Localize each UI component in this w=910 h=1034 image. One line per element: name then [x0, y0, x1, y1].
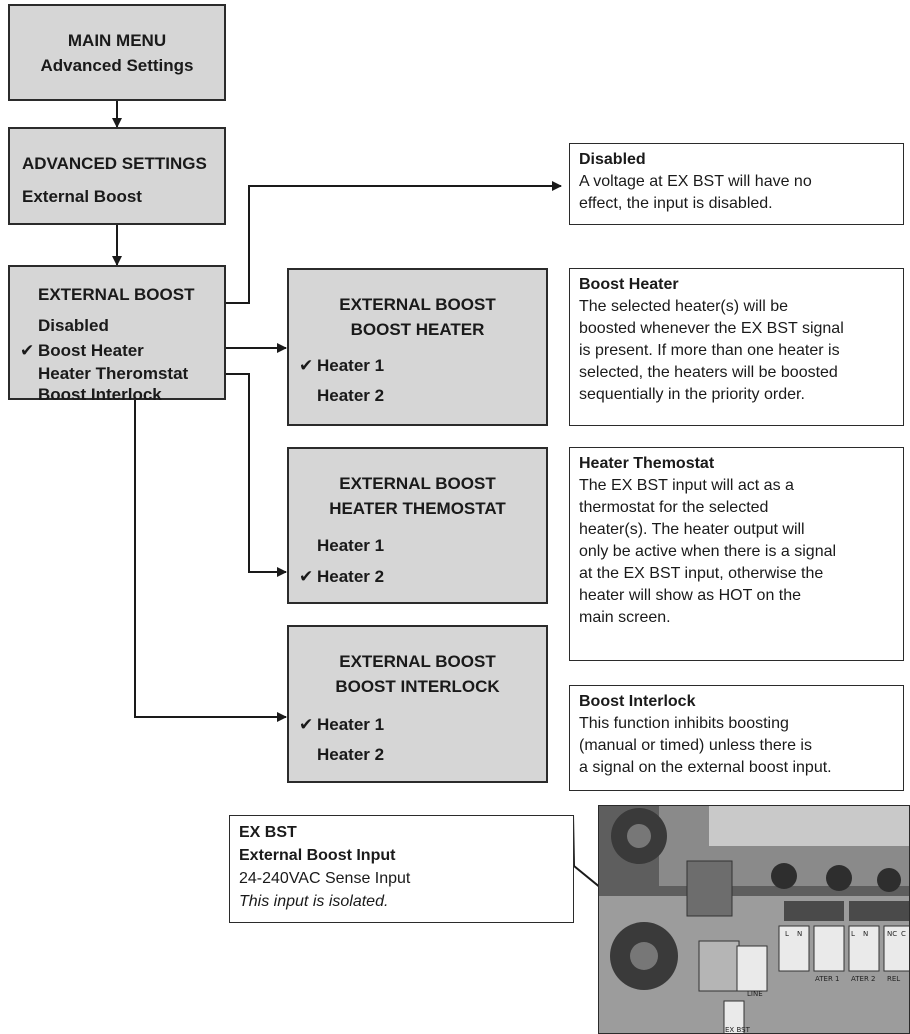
option-boost-heater[interactable]: ✔Boost Heater: [20, 338, 224, 363]
circuit-board-illustration: L N L N ATER 1 ATER 2 NC C REL LINE EX B…: [599, 806, 909, 1034]
photo-label: LINE: [747, 990, 763, 998]
desc-heading: Disabled: [579, 151, 646, 168]
submenu-boost-heater[interactable]: EXTERNAL BOOST BOOST HEATER ✔Heater 1 He…: [287, 268, 548, 426]
ex-bst-label-box: EX BST External Boost Input 24-240VAC Se…: [229, 815, 574, 923]
photo-label: NC: [887, 930, 897, 938]
advanced-settings-box[interactable]: ADVANCED SETTINGS External Boost: [8, 127, 226, 225]
ex-bst-title: EX BST: [239, 824, 297, 841]
photo-label: ATER 2: [851, 975, 876, 983]
submenu-title-1: EXTERNAL BOOST: [339, 295, 496, 314]
circuit-board-photo: L N L N ATER 1 ATER 2 NC C REL LINE EX B…: [598, 805, 910, 1034]
submenu-title-2: HEATER THEMOSTAT: [329, 499, 506, 518]
relay-icon: [784, 901, 844, 921]
terminal-block-icon: [813, 925, 845, 972]
desc-heater-thermostat: Heater Themostat The EX BST input will a…: [569, 447, 904, 661]
external-boost-title: EXTERNAL BOOST: [38, 285, 195, 304]
terminal-block-icon: [848, 925, 880, 972]
heater-1-option[interactable]: Heater 1: [317, 536, 385, 555]
advanced-settings-item: External Boost: [22, 187, 142, 206]
desc-boost-interlock: Boost Interlock This function inhibits b…: [569, 685, 904, 791]
main-menu-title: MAIN MENU: [67, 31, 167, 50]
checkmark-icon: ✔: [299, 567, 314, 586]
relay-icon: [849, 901, 909, 921]
heater-1-option[interactable]: ✔Heater 1: [289, 709, 546, 740]
ex-bst-subtitle: External Boost Input: [239, 847, 396, 864]
heater-2-option[interactable]: Heater 2: [317, 386, 385, 405]
board-button-icon: [877, 868, 901, 892]
photo-label: ATER 1: [815, 975, 840, 983]
terminal-block-icon: [778, 925, 810, 972]
desc-heading: Boost Interlock: [579, 693, 696, 710]
photo-label: REL: [887, 975, 900, 983]
desc-disabled: Disabled A voltage at EX BST will have n…: [569, 143, 904, 225]
external-boost-box[interactable]: EXTERNAL BOOST Disabled ✔Boost Heater He…: [8, 265, 226, 404]
photo-label: N: [797, 930, 802, 938]
option-disabled[interactable]: Disabled: [38, 316, 109, 335]
desc-heading: Heater Themostat: [579, 455, 715, 472]
checkmark-icon: ✔: [299, 356, 314, 375]
ex-bst-note: This input is isolated.: [239, 893, 389, 910]
submenu-title-1: EXTERNAL BOOST: [339, 652, 496, 671]
desc-heading: Boost Heater: [579, 276, 679, 293]
heater-2-option[interactable]: ✔Heater 2: [289, 561, 546, 592]
arrow-to-boost-interlock: [134, 400, 287, 722]
submenu-title-1: EXTERNAL BOOST: [339, 474, 496, 493]
terminal-block-icon: [723, 1000, 745, 1033]
photo-label: N: [863, 930, 868, 938]
toroid-coil-icon: [611, 808, 667, 864]
board-button-icon: [771, 863, 797, 889]
main-menu-box[interactable]: MAIN MENU Advanced Settings: [8, 4, 226, 101]
transformer-icon: [686, 860, 733, 917]
checkmark-icon: ✔: [20, 341, 35, 360]
submenu-title-2: BOOST HEATER: [350, 320, 485, 339]
option-heater-thermostat[interactable]: Heater Theromstat: [38, 364, 189, 383]
board-button-icon: [826, 865, 852, 891]
advanced-settings-title: ADVANCED SETTINGS: [22, 154, 207, 173]
submenu-title-2: BOOST INTERLOCK: [335, 677, 500, 696]
heater-2-option[interactable]: Heater 2: [317, 745, 385, 764]
terminal-block-icon: [736, 945, 768, 992]
heater-1-option[interactable]: ✔Heater 1: [289, 350, 546, 381]
ex-bst-sense: 24-240VAC Sense Input: [239, 870, 411, 887]
photo-label: C: [901, 930, 906, 938]
terminal-block-icon: [883, 925, 909, 972]
checkmark-icon: ✔: [299, 715, 314, 734]
photo-label: EX BST: [725, 1026, 751, 1034]
submenu-heater-thermostat[interactable]: EXTERNAL BOOST HEATER THEMOSTAT Heater 1…: [287, 447, 548, 604]
arrow-to-heater-thermostat: [226, 373, 287, 577]
main-menu-item: Advanced Settings: [40, 56, 194, 75]
photo-label: L: [785, 930, 789, 938]
toroid-coil-icon: [610, 922, 678, 990]
photo-label: L: [851, 930, 855, 938]
desc-boost-heater: Boost Heater The selected heater(s) will…: [569, 268, 904, 426]
submenu-boost-interlock[interactable]: EXTERNAL BOOST BOOST INTERLOCK ✔Heater 1…: [287, 625, 548, 783]
option-boost-interlock[interactable]: Boost Interlock: [38, 385, 162, 404]
